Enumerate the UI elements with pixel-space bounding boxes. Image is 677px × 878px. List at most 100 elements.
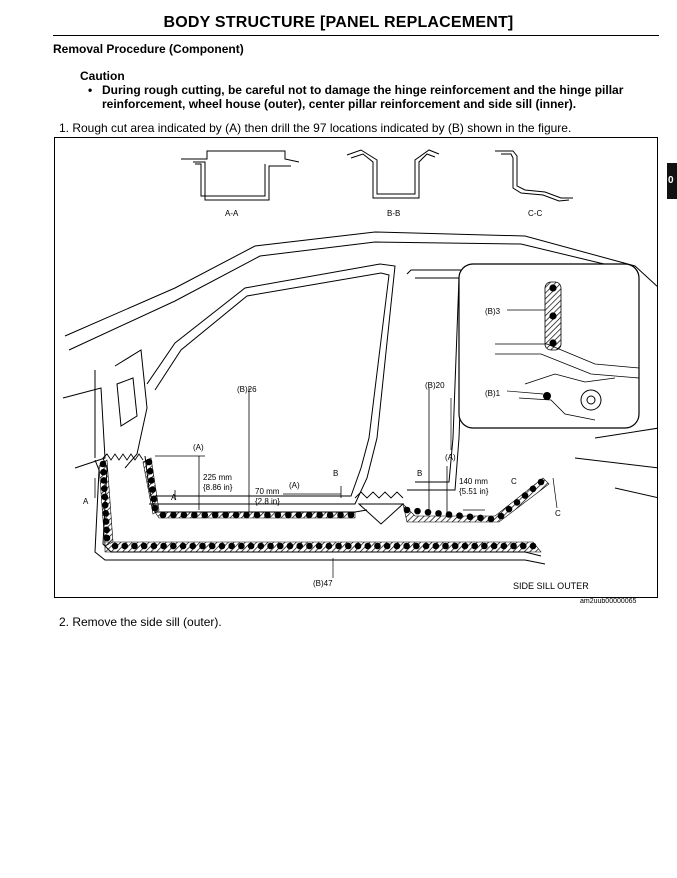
drill-point-dot	[103, 534, 111, 542]
drill-point-dot	[145, 458, 153, 466]
drill-point-dot	[497, 512, 505, 520]
drill-point-dot	[286, 542, 294, 550]
body-structure-figure: A-A B-B C-C	[54, 137, 658, 598]
drill-point-dot	[201, 511, 209, 519]
drill-points	[99, 458, 545, 550]
mark-a-mid: A	[171, 493, 177, 502]
figure-drawing: A-A B-B C-C	[62, 149, 657, 591]
drill-point-dot	[510, 542, 517, 550]
drill-point-dot	[296, 542, 303, 550]
mid-pillar-triangle	[357, 503, 405, 525]
drill-point-dot	[131, 542, 138, 550]
label-a-right: (A)	[445, 453, 456, 462]
drill-point-dot	[151, 504, 159, 512]
drill-point-dot	[316, 511, 323, 519]
drill-point-dot	[529, 542, 537, 550]
drill-point-dot	[148, 477, 155, 484]
label-b47: (B)47	[313, 579, 333, 588]
drill-point-dot	[456, 512, 463, 519]
drill-point-dot	[103, 526, 110, 534]
section-heading: Removal Procedure (Component)	[53, 42, 244, 56]
drill-point-dot	[102, 518, 110, 525]
step-1: 1. Rough cut area indicated by (A) then …	[59, 121, 572, 135]
drill-point-dot	[208, 542, 216, 550]
drill-point-dot	[140, 542, 148, 550]
drill-point-dot	[159, 511, 167, 519]
label-b1: (B)1	[485, 389, 501, 398]
section-label-bb: B-B	[387, 209, 400, 218]
mark-b-right: B	[417, 469, 422, 478]
figure-id: am2uub00000065	[580, 598, 637, 605]
section-tab-label: 0	[668, 175, 674, 186]
drill-point-dot	[337, 511, 344, 519]
label-b20: (B)20	[425, 381, 445, 390]
drill-point-dot	[111, 542, 119, 550]
drill-point-dot	[253, 511, 261, 519]
dim-225: 225 mm	[203, 473, 232, 482]
drill-point-dot	[521, 492, 529, 499]
drill-point-dot	[490, 542, 498, 550]
drill-point-dot	[100, 468, 107, 476]
mark-c-top: C	[511, 477, 517, 486]
drill-point-dot	[466, 513, 474, 521]
drill-point-dot	[149, 486, 156, 493]
drill-point-dot	[305, 511, 313, 519]
bullet-icon: •	[88, 83, 93, 97]
section-bb-drawing	[346, 149, 440, 199]
mark-a-left: A	[83, 497, 89, 506]
drill-point-dot	[519, 542, 527, 550]
drill-point-dot	[100, 477, 108, 484]
mark-c-bottom: C	[555, 509, 561, 518]
drill-point-dot	[435, 510, 442, 517]
label-side-sill-outer: SIDE SILL OUTER	[513, 581, 589, 591]
drill-point-dot	[413, 542, 420, 550]
drill-point-dot	[285, 511, 292, 519]
section-tab: 0	[667, 163, 677, 199]
section-label-aa: A-A	[225, 209, 239, 218]
drill-point-dot	[335, 542, 342, 550]
label-b3: (B)3	[485, 307, 501, 316]
drill-point-dot	[403, 542, 410, 550]
drill-point-dot	[191, 511, 198, 519]
drill-point-dot	[306, 542, 313, 550]
drill-point-dot	[274, 511, 282, 519]
label-a-left: (A)	[193, 443, 204, 452]
drill-point-dot	[180, 511, 188, 519]
drill-point-dot	[374, 542, 381, 550]
drill-point-dot	[414, 507, 421, 515]
drill-point-dot	[424, 508, 432, 516]
drill-point-dot	[121, 542, 129, 550]
drill-point-dot	[170, 542, 177, 550]
drill-point-dot	[383, 542, 391, 550]
step-2: 2. Remove the side sill (outer).	[59, 615, 222, 629]
drill-point-dot	[451, 542, 459, 550]
drill-point-dot	[276, 542, 284, 550]
label-b26: (B)26	[237, 385, 257, 394]
leader-lines	[332, 398, 558, 578]
drill-point-dot	[461, 542, 469, 550]
drill-point-dot	[315, 542, 323, 550]
label-a-mid: (A)	[289, 481, 300, 490]
drill-point-dot	[326, 511, 334, 519]
dim-70-in: {2.8 in}	[255, 497, 280, 506]
drill-point-dot	[513, 499, 521, 506]
drill-point-dot	[150, 495, 158, 503]
dim-225-in: {8.86 in}	[203, 483, 233, 492]
drill-point-dot	[170, 511, 177, 519]
drill-point-dot	[247, 542, 255, 550]
drill-point-dot	[238, 542, 245, 550]
drill-point-dot	[101, 493, 109, 501]
drill-point-dot	[99, 460, 107, 468]
drill-point-dot	[189, 542, 197, 550]
drill-point-dot	[179, 542, 187, 550]
drill-point-dot	[471, 542, 478, 550]
drill-point-dot	[295, 511, 303, 519]
drill-point-dot	[537, 478, 545, 486]
drill-point-dot	[422, 542, 430, 550]
drill-point-dot	[432, 542, 440, 550]
drill-point-dot	[505, 505, 513, 513]
hatched-strip-right	[402, 477, 550, 523]
drill-point-dot	[354, 542, 362, 550]
drill-point-dot	[211, 511, 219, 519]
drill-point-dot	[325, 542, 333, 550]
